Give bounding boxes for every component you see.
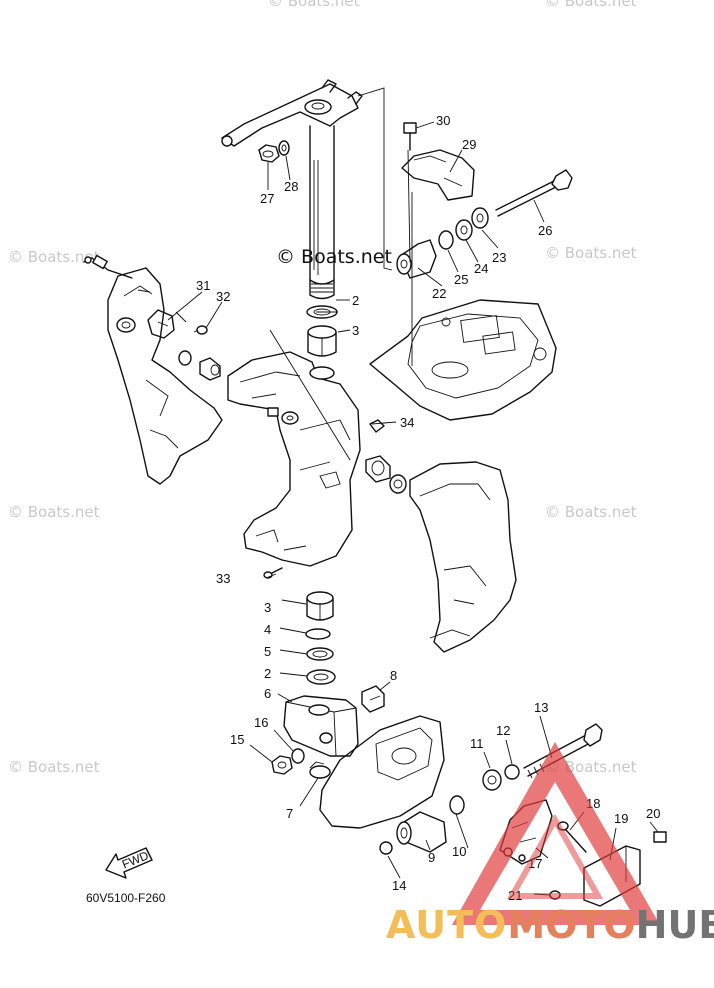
logo-moto: MOTO bbox=[507, 903, 635, 947]
callout-2-upper: 2 bbox=[352, 293, 359, 308]
callout-31: 31 bbox=[196, 278, 210, 293]
fwd-arrow-icon: FWD bbox=[105, 847, 153, 879]
watermark-left-lower: © Boats.net bbox=[8, 758, 100, 776]
nut-15 bbox=[271, 755, 293, 775]
logo-text: AUTOMOTOHUB bbox=[386, 903, 714, 947]
callout-10: 10 bbox=[452, 844, 466, 859]
callout-3-upper: 3 bbox=[352, 323, 359, 338]
callout-14: 14 bbox=[392, 878, 406, 893]
watermark-top-right: © Boats.net bbox=[545, 0, 637, 10]
washer-16 bbox=[291, 748, 305, 764]
washer-23 bbox=[471, 207, 489, 229]
callout-8: 8 bbox=[390, 668, 397, 683]
watermark-top-middle: © Boats.net bbox=[268, 0, 360, 10]
screw-32 bbox=[193, 325, 208, 335]
callout-23: 23 bbox=[492, 250, 506, 265]
cable-connector bbox=[83, 254, 133, 279]
logo-triangle-icon bbox=[452, 742, 660, 925]
washer-14 bbox=[379, 841, 393, 855]
washer-28-hole bbox=[281, 144, 287, 152]
clip-34 bbox=[369, 419, 385, 433]
watermark-right-upper: © Boats.net bbox=[545, 244, 637, 262]
bushing-3-lower bbox=[306, 591, 334, 621]
pivot-bushing-left bbox=[178, 350, 221, 381]
washer-24-hole bbox=[460, 225, 468, 235]
clamp-bracket-left bbox=[107, 267, 223, 485]
callout-16: 16 bbox=[254, 715, 268, 730]
rubber-mount-22 bbox=[396, 239, 437, 279]
callout-33: 33 bbox=[216, 571, 230, 586]
callout-6: 6 bbox=[264, 686, 271, 701]
part-31-switch bbox=[147, 309, 187, 339]
washer-11 bbox=[482, 769, 502, 791]
callout-7: 7 bbox=[286, 806, 293, 821]
bolt-26 bbox=[495, 169, 573, 217]
part-8-bracket bbox=[361, 685, 385, 713]
fwd-label: FWD bbox=[120, 848, 151, 871]
callout-29: 29 bbox=[462, 137, 476, 152]
callout-5: 5 bbox=[264, 644, 271, 659]
watermarks: © Boats.net © Boats.net © Boats.net © Bo… bbox=[8, 0, 637, 776]
nut-20 bbox=[653, 831, 667, 843]
leader-lines bbox=[167, 121, 659, 896]
callout-26: 26 bbox=[538, 223, 552, 238]
washer-28 bbox=[278, 140, 290, 156]
bushing-3-upper bbox=[307, 325, 337, 357]
callout-11: 11 bbox=[470, 736, 484, 751]
callout-4: 4 bbox=[264, 622, 271, 637]
lower-cover-plate bbox=[319, 715, 445, 829]
logo-hub: HUB bbox=[636, 903, 714, 947]
tilt-bushing-right bbox=[365, 455, 407, 494]
washer-23-hole bbox=[476, 213, 484, 223]
logo-inner-triangle-icon bbox=[506, 813, 604, 899]
callout-13: 13 bbox=[534, 700, 548, 715]
washer-2-lower-hole bbox=[313, 673, 329, 681]
washer-5-hole bbox=[312, 650, 328, 658]
callout-34: 34 bbox=[400, 415, 414, 430]
washer-24 bbox=[455, 219, 473, 241]
upper-mount-plate bbox=[369, 299, 557, 421]
diagram-code: 60V5100-F260 bbox=[86, 891, 166, 905]
washer-5 bbox=[306, 647, 334, 661]
callout-2-lower: 2 bbox=[264, 666, 271, 681]
rubber-mount-9 bbox=[396, 811, 447, 853]
washer-10 bbox=[449, 795, 465, 815]
logo-auto: AUTO bbox=[386, 903, 507, 947]
callout-3-lower: 3 bbox=[264, 600, 271, 615]
screw-33 bbox=[263, 567, 283, 579]
callout-30: 30 bbox=[436, 113, 450, 128]
watermark-left-upper: © Boats.net bbox=[8, 248, 100, 266]
callout-15: 15 bbox=[230, 732, 244, 747]
callout-19: 19 bbox=[614, 811, 628, 826]
swivel-bracket bbox=[227, 351, 361, 567]
nut-27 bbox=[258, 144, 280, 163]
callout-20: 20 bbox=[646, 806, 660, 821]
lower-mount-housing-6 bbox=[283, 695, 359, 757]
callout-24: 24 bbox=[474, 261, 488, 276]
callout-25: 25 bbox=[454, 272, 468, 287]
automotohub-logo: AUTOMOTOHUB bbox=[386, 742, 714, 947]
washer-11-hole bbox=[487, 775, 497, 785]
mount-bracket-leader bbox=[407, 149, 413, 366]
callout-27: 27 bbox=[260, 191, 274, 206]
o-ring-4 bbox=[305, 628, 331, 640]
callout-32: 32 bbox=[216, 289, 230, 304]
hose-clamp-7 bbox=[309, 761, 331, 779]
washer-25 bbox=[438, 230, 454, 250]
watermark-right-middle: © Boats.net bbox=[545, 503, 637, 521]
washer-2-lower bbox=[306, 669, 336, 685]
collar-12 bbox=[504, 764, 520, 780]
steering-arm-assembly bbox=[221, 79, 363, 300]
clamp-bracket-right bbox=[409, 461, 517, 653]
bolt-30 bbox=[403, 122, 417, 151]
callout-28: 28 bbox=[284, 179, 298, 194]
group-bracket-line bbox=[357, 87, 393, 271]
callout-22: 22 bbox=[432, 286, 446, 301]
mount-bracket-29 bbox=[401, 149, 475, 201]
callout-9: 9 bbox=[428, 850, 435, 865]
callout-12: 12 bbox=[496, 723, 510, 738]
watermark-left-middle: © Boats.net bbox=[8, 503, 100, 521]
